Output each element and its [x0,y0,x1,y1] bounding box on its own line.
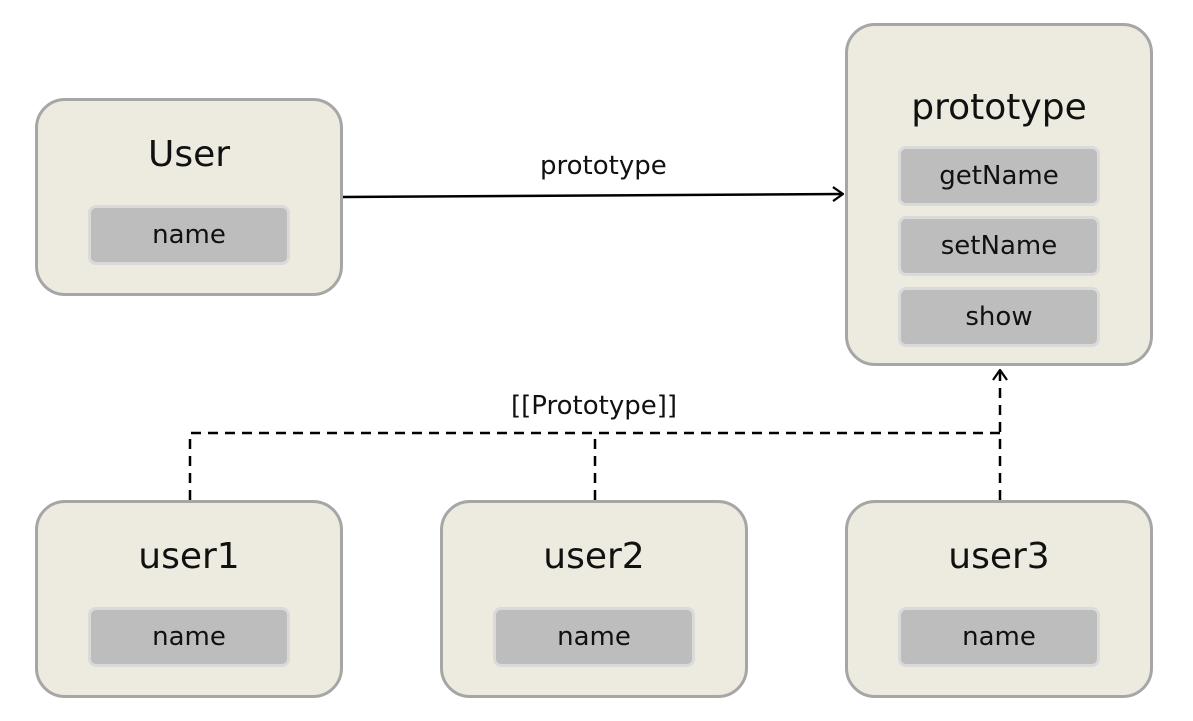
user-box-title: User [147,134,231,175]
proto-link-label: [[Prototype]] [511,391,678,421]
prototype-field-setname: setName [898,216,1100,276]
user3-box-title: user3 [948,536,1050,577]
user2-box: user2 name [440,500,748,698]
user3-field-name: name [898,607,1100,667]
user1-proto-link [188,431,1000,500]
prototype-box: prototype getName setName show [845,23,1153,366]
user1-box-title: user1 [138,536,240,577]
user3-box: user3 name [845,500,1153,698]
prototype-field-show: show [898,287,1100,347]
proto-link-lines [188,370,1000,500]
prototype-field-getname: getName [898,146,1100,206]
prototype-edge-label: prototype [540,151,667,181]
user-constructor-box: User name [35,98,343,296]
user2-field-name: name [493,607,695,667]
prototype-box-title: prototype [911,87,1087,128]
user-box-field-name: name [88,205,290,265]
prototype-arrow [342,194,843,197]
user1-box: user1 name [35,500,343,698]
user1-field-name: name [88,607,290,667]
user2-box-title: user2 [543,536,645,577]
